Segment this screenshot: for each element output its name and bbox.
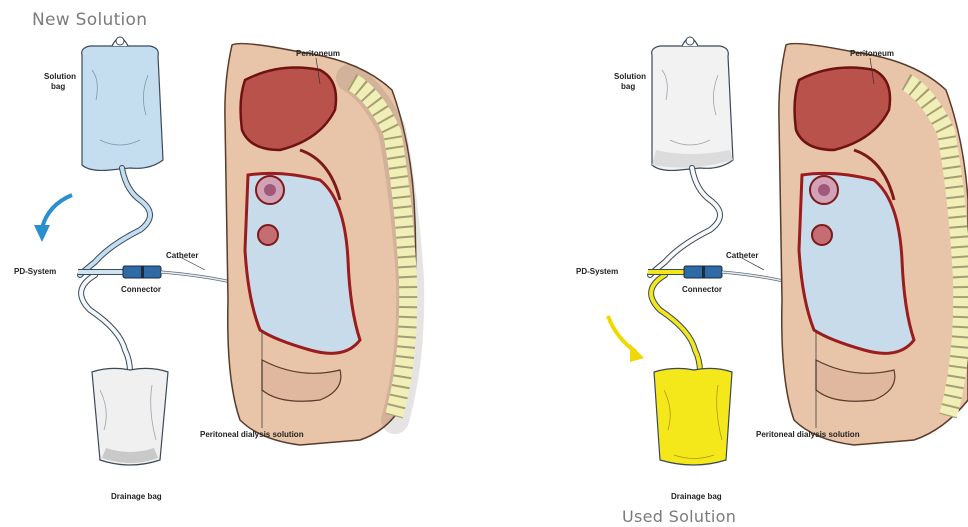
label-peritoneum: Peritoneum [296, 49, 340, 58]
label-solution-bag-line1: Solution [614, 72, 646, 81]
label-pd-system: PD-System [576, 267, 618, 276]
label-drainage-bag: Drainage bag [671, 492, 722, 501]
label-peritoneal-dialysis-solution: Peritoneal dialysis solution [200, 430, 304, 439]
body-cross-section [779, 44, 968, 445]
solution-bag [652, 37, 733, 170]
label-solution-bag-line1: Solution [44, 72, 76, 81]
label-drainage-bag: Drainage bag [111, 492, 162, 501]
label-pd-system: PD-System [14, 267, 56, 276]
label-catheter: Catheter [726, 251, 758, 260]
label-solution-bag-line2: bag [51, 82, 65, 91]
new-solution-panel: New Solution [0, 0, 484, 527]
drainage-bag [92, 368, 168, 465]
flow-arrow [42, 195, 72, 228]
used-solution-panel: Peritoneum Solution bag PD-System Cathet… [484, 0, 968, 527]
label-solution-bag-line2: bag [621, 82, 635, 91]
label-connector: Connector [682, 285, 722, 294]
drainage-bag [654, 368, 732, 465]
pd-illustration-used [484, 0, 968, 527]
panel-heading-used: Used Solution [622, 507, 736, 526]
label-peritoneal-dialysis-solution: Peritoneal dialysis solution [756, 430, 860, 439]
label-catheter: Catheter [166, 251, 198, 260]
body-cross-section [225, 44, 416, 445]
solution-bag [82, 37, 163, 170]
label-peritoneum: Peritoneum [850, 49, 894, 58]
supply-tube [80, 168, 150, 275]
label-connector: Connector [121, 285, 161, 294]
